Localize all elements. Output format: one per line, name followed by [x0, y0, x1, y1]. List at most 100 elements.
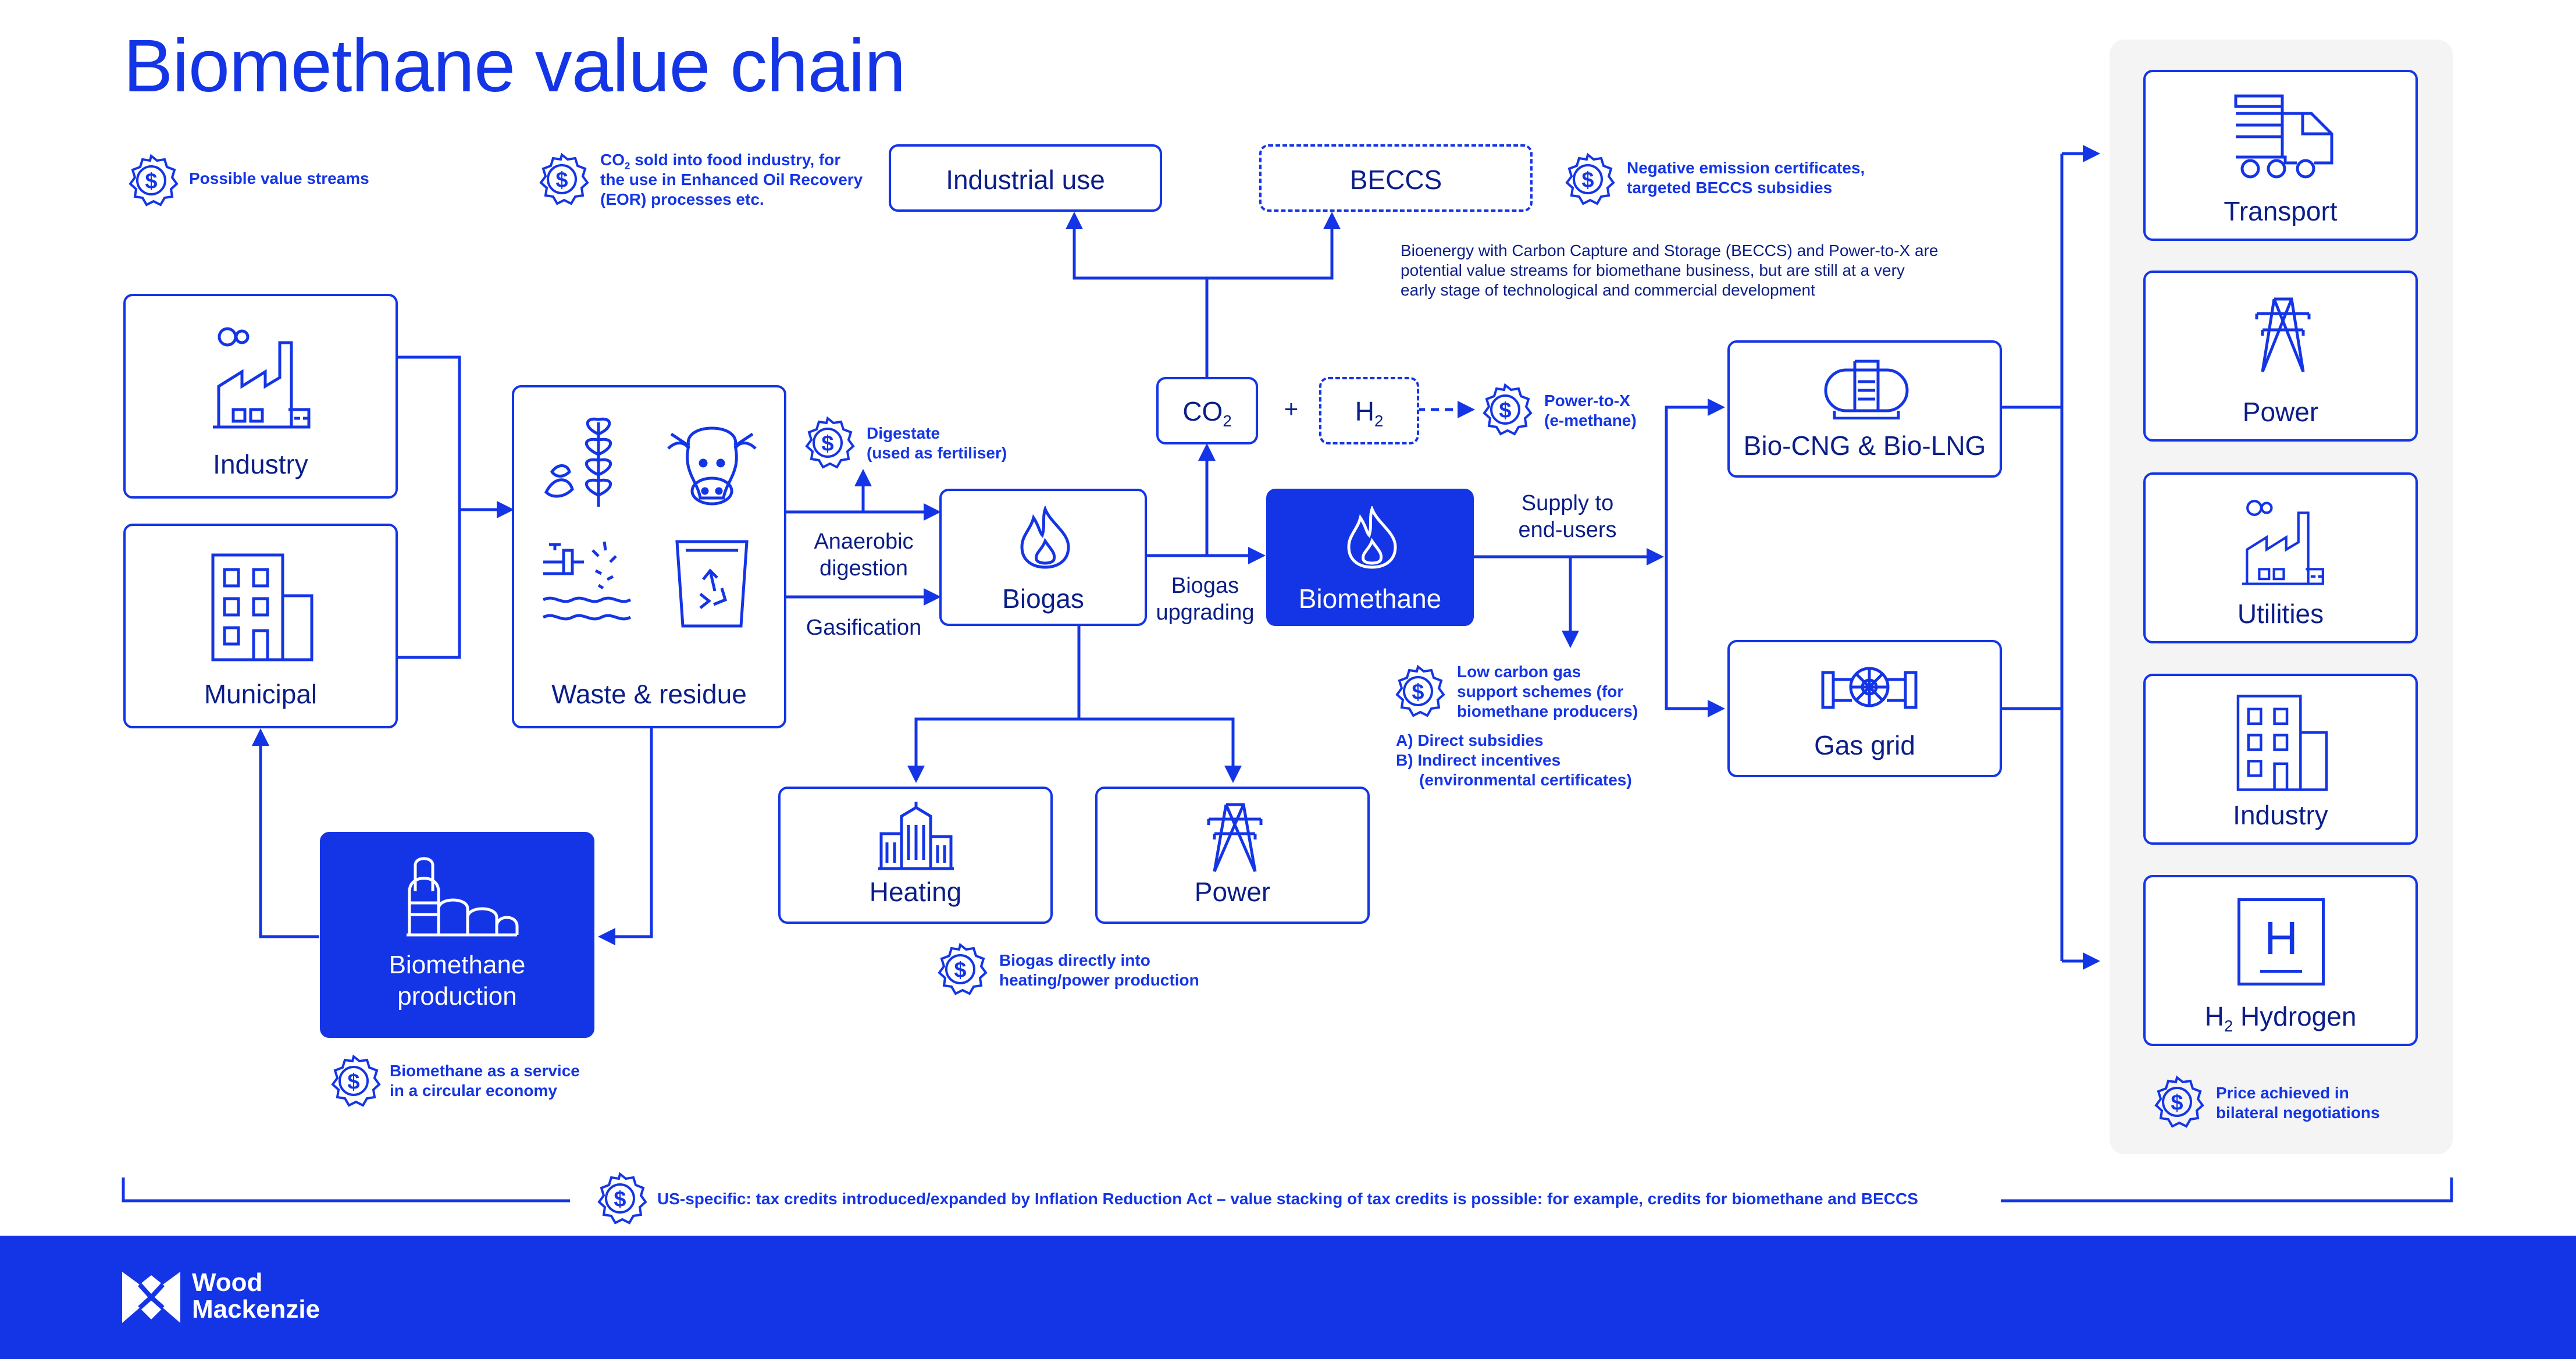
service-note-line2: in a circular economy — [390, 1081, 557, 1100]
digestate-value-icon: $ — [800, 415, 856, 474]
svg-text:$: $ — [1499, 399, 1511, 423]
beccs-info-line1: Bioenergy with Carbon Capture and Storag… — [1401, 241, 1939, 259]
lowcarbon-b2: (environmental certificates) — [1419, 771, 1632, 789]
svg-text:$: $ — [347, 1070, 359, 1094]
flame-icon — [1347, 506, 1397, 569]
source-industry-box: Industry — [123, 294, 398, 499]
enduser-power-box: Power — [2143, 271, 2418, 442]
us-specific-value-icon: $ — [592, 1171, 648, 1229]
biocng-box: Bio-CNG & Bio-LNG — [1727, 340, 2002, 478]
enduser-hydrogen-box: H H2 Hydrogen — [2143, 875, 2418, 1046]
digestate-note-line2: (used as fertiliser) — [867, 444, 1007, 462]
source-industry-label: Industry — [213, 449, 308, 479]
service-value-icon: $ — [326, 1053, 382, 1112]
negative-note-line2: targeted BECCS subsidies — [1627, 179, 1833, 197]
cow-icon — [667, 426, 757, 506]
enduser-industry-box: Industry — [2143, 674, 2418, 845]
co2-label: CO2 — [1182, 396, 1232, 431]
service-note-line1: Biomethane as a service — [390, 1062, 580, 1080]
plus-sign: + — [1284, 395, 1299, 422]
beccs-info-line3: early stage of technological and commerc… — [1401, 281, 1815, 299]
to-heating-arrow — [907, 625, 1081, 783]
biocng-label: Bio-CNG & Bio-LNG — [1743, 431, 1986, 461]
beccs-label: BECCS — [1349, 165, 1442, 195]
value-stream-icon: $ — [123, 152, 179, 211]
gasification-label: Gasification — [806, 616, 922, 640]
waste-residue-box: Waste & residue — [512, 385, 786, 728]
ptx-note-line1: Power-to-X — [1544, 392, 1630, 410]
waste-to-production-arrow — [598, 728, 653, 945]
lowcarbon-line3: biomethane producers) — [1457, 702, 1638, 720]
municipal-connector — [397, 510, 461, 659]
enduser-utilities-box: Utilities — [2143, 472, 2418, 643]
flame-icon — [1020, 506, 1070, 569]
price-value-icon: $ — [2149, 1074, 2205, 1133]
recycle-bin-icon — [675, 540, 749, 628]
svg-text:$: $ — [821, 432, 833, 456]
us-specific-note: US-specific: tax credits introduced/expa… — [657, 1190, 1918, 1208]
enduser-hydrogen-label: H2 Hydrogen — [2204, 1001, 2357, 1036]
legend-text: Possible value streams — [189, 169, 369, 187]
enduser-transport-label: Transport — [2224, 196, 2338, 226]
digestate-note-line1: Digestate — [867, 424, 940, 442]
svg-text:$: $ — [145, 169, 157, 194]
svg-text:$: $ — [555, 168, 568, 193]
building-icon — [2236, 695, 2328, 791]
plant-icon — [407, 857, 519, 937]
source-municipal-label: Municipal — [204, 679, 318, 709]
factory-icon — [2242, 500, 2324, 585]
hydrogen-icon: H — [2237, 898, 2325, 986]
pylon-icon — [2255, 297, 2311, 372]
truck-icon — [2234, 94, 2333, 179]
industrial-use-label: Industrial use — [946, 165, 1105, 195]
bracket-left — [122, 1177, 570, 1203]
co2-food-note-line3: (EOR) processes etc. — [600, 190, 764, 208]
waste-residue-label: Waste & residue — [551, 679, 747, 709]
h2-box: H2 — [1319, 377, 1419, 444]
industry-connector — [397, 355, 461, 510]
beccs-info-line2: potential value streams for biomethane b… — [1401, 261, 1905, 279]
enduser-utilities-label: Utilities — [2237, 599, 2324, 629]
co2-food-value-icon: $ — [534, 151, 590, 210]
heating-label: Heating — [869, 877, 962, 907]
price-note-line2: bilateral negotiations — [2216, 1104, 2380, 1122]
lowcarbon-b: B) Indirect incentives — [1396, 751, 1561, 769]
lowcarbon-line1: Low carbon gas — [1457, 663, 1581, 681]
biogas-power-label: Power — [1194, 877, 1271, 907]
to-biocng-arrow — [1665, 399, 1725, 557]
co2-food-note-line2: the use in Enhanced Oil Recovery — [600, 170, 863, 188]
co2-up-line — [1073, 276, 1209, 378]
lowcarbon-a: A) Direct subsidies — [1396, 731, 1544, 749]
biogas-direct-value-icon: $ — [932, 941, 988, 1000]
negative-note-line1: Negative emission certificates, — [1627, 159, 1865, 177]
ptx-note-line2: (e-methane) — [1544, 411, 1637, 429]
production-label-line2: production — [397, 982, 517, 1011]
wood-mackenzie-logo-icon — [122, 1272, 180, 1323]
biomethane-production-box: Biomethane production — [320, 832, 594, 1038]
svg-text:$: $ — [1581, 168, 1594, 193]
svg-text:$: $ — [614, 1187, 626, 1212]
sewage-icon — [542, 541, 632, 621]
heating-box: Heating — [778, 787, 1053, 924]
gasgrid-label: Gas grid — [1814, 730, 1915, 760]
biomethane-label: Biomethane — [1298, 584, 1442, 614]
lowcarbon-line2: support schemes (for — [1457, 682, 1624, 700]
price-note-line1: Price achieved in — [2216, 1084, 2349, 1102]
hydrogen-icon-letter: H — [2264, 912, 2298, 964]
city-heating-icon — [878, 802, 954, 870]
svg-text:$: $ — [1412, 680, 1424, 705]
h2-label: H2 — [1355, 396, 1384, 431]
biogas-label: Biogas — [1002, 584, 1084, 614]
biomethane-box: Biomethane — [1266, 489, 1474, 626]
enduser-power-label: Power — [2242, 397, 2319, 427]
pipe-valve-icon — [1821, 667, 1918, 709]
enduser-industry-label: Industry — [2233, 800, 2328, 830]
page-title: Biomethane value chain — [123, 24, 906, 108]
source-municipal-box: Municipal — [123, 524, 398, 728]
